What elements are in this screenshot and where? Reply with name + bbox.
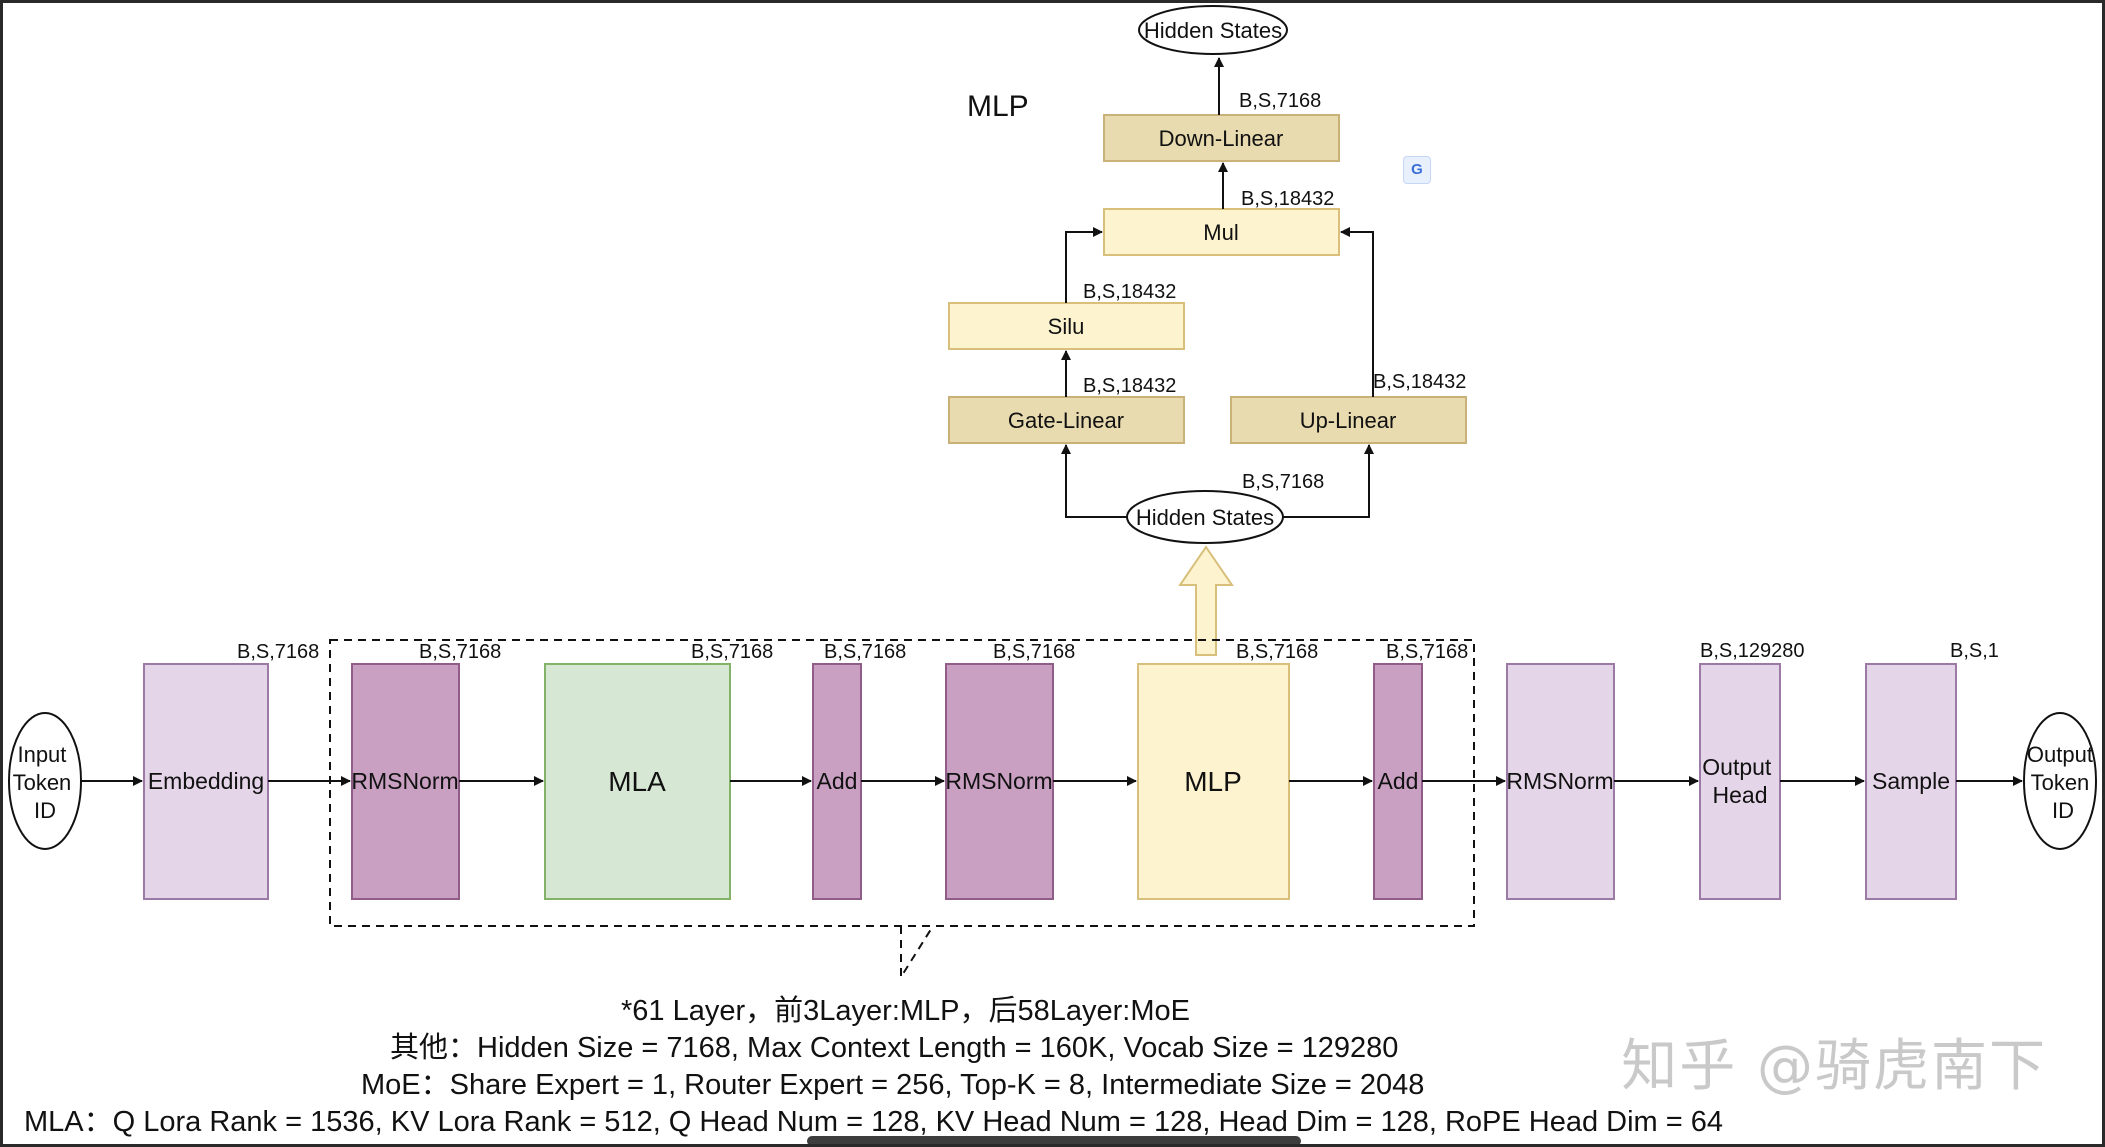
note-other: 其他：Hidden Size = 7168, Max Context Lengt… [390, 1032, 1399, 1064]
gate-linear-label: Gate-Linear [1008, 408, 1124, 433]
up-linear-label: Up-Linear [1300, 408, 1397, 433]
shape-label-down-out: B,S,7168 [1239, 90, 1321, 112]
output-head-line-2: Head [1713, 782, 1768, 808]
horizontal-scrollbar[interactable] [807, 1136, 1301, 1144]
add-1-box [812, 663, 862, 900]
down-linear-box [1103, 114, 1340, 162]
mla-box [544, 663, 731, 900]
arrow-up-linear-to-mul [1340, 227, 1374, 397]
input-token-line-3: ID [34, 798, 56, 823]
mul-label: Mul [1203, 220, 1238, 245]
hidden-states-top-node [1138, 5, 1288, 55]
mlp-label: MLP [1184, 766, 1242, 797]
mla-label: MLA [608, 766, 666, 797]
shape-label-mla: B,S,7168 [691, 641, 773, 663]
embedding-label: Embedding [148, 768, 264, 794]
arrow-hidden-to-up [1283, 444, 1374, 518]
input-token-label: Input Token ID [13, 742, 78, 823]
shape-label-silu-out: B,S,18432 [1083, 281, 1176, 303]
rmsnorm-final-label: RMSNorm [1506, 768, 1613, 794]
output-token-line-3: ID [2052, 798, 2074, 823]
output-token-line-2: Token [2031, 770, 2090, 795]
output-token-node [2023, 712, 2097, 850]
output-token-label: Output Token ID [2027, 742, 2099, 823]
note-moe: MoE：Share Expert = 1, Router Expert = 25… [361, 1069, 1425, 1101]
note-mla: MLA：Q Lora Rank = 1536, KV Lora Rank = 5… [24, 1106, 1724, 1138]
up-linear-box [1230, 396, 1467, 444]
mlp-detail-title: MLP [967, 90, 1029, 123]
input-token-line-2: Token [13, 770, 72, 795]
shape-label-rmsnorm-1: B,S,7168 [419, 641, 501, 663]
shape-label-sample: B,S,1 [1950, 640, 1999, 662]
gate-linear-box [948, 396, 1185, 444]
sample-label: Sample [1872, 768, 1950, 794]
rmsnorm-1-label: RMSNorm [351, 768, 458, 794]
output-head-line-1: Output [1702, 754, 1772, 780]
shape-label-mlp: B,S,7168 [1236, 641, 1318, 663]
shape-label-embedding: B,S,7168 [237, 641, 319, 663]
output-head-box [1699, 663, 1781, 900]
rmsnorm-2-label: RMSNorm [945, 768, 1052, 794]
translate-icon[interactable]: G [1403, 156, 1431, 184]
hidden-states-top-label: Hidden States [1144, 18, 1282, 43]
shape-label-add-1: B,S,7168 [824, 641, 906, 663]
shape-label-rmsnorm-2: B,S,7168 [993, 641, 1075, 663]
rmsnorm-1-box [351, 663, 460, 900]
output-head-label: Output Head [1702, 754, 1777, 808]
shape-label-up-out: B,S,18432 [1373, 371, 1466, 393]
transformer-layer-group [329, 639, 1475, 927]
arrow-silu-to-mul [1065, 227, 1103, 303]
expand-arrow-mlp [1178, 545, 1234, 656]
rmsnorm-final-box [1506, 663, 1615, 900]
output-token-line-1: Output [2027, 742, 2093, 767]
shape-label-mlp-input: B,S,7168 [1242, 471, 1324, 493]
shape-label-mul-out: B,S,18432 [1241, 188, 1334, 210]
silu-label: Silu [1048, 314, 1085, 339]
shape-label-output-head: B,S,129280 [1700, 640, 1805, 662]
zhihu-watermark: 知乎 @骑虎南下 [1621, 1034, 2047, 1099]
mul-box [1103, 208, 1340, 256]
mlp-box [1137, 663, 1290, 900]
arrow-hidden-to-gate [1061, 444, 1127, 518]
add-1-label: Add [817, 768, 858, 794]
down-linear-label: Down-Linear [1159, 126, 1284, 151]
layer-group-callout [900, 925, 934, 981]
shape-label-gate-out: B,S,18432 [1083, 375, 1176, 397]
shape-label-add-2: B,S,7168 [1386, 641, 1468, 663]
add-2-label: Add [1378, 768, 1419, 794]
input-token-line-1: Input [17, 742, 66, 767]
diagram-canvas: MLP Hidden States Down-Linear Mul Silu G… [3, 3, 2102, 1144]
architecture-diagram: MLP Hidden States Down-Linear Mul Silu G… [8, 5, 2099, 981]
silu-box [948, 302, 1185, 350]
note-layers: *61 Layer，前3Layer:MLP，后58Layer:MoE [621, 995, 1190, 1027]
add-2-box [1373, 663, 1423, 900]
hidden-states-input-label: Hidden States [1136, 505, 1274, 530]
